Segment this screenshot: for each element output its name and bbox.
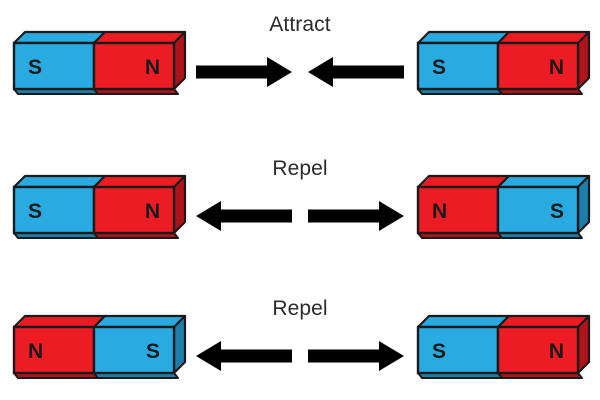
magnet-left-3-left-pole-label: N: [28, 340, 43, 363]
magnet-right-3-right-pole-label: N: [549, 340, 564, 363]
force-arrows-3-arrow-left: [196, 341, 292, 371]
interaction-label-2: Repel: [272, 157, 328, 180]
magnet-right-3-left-pole-label: S: [432, 340, 446, 363]
magnet-left-2-right-pole-label: N: [145, 200, 160, 223]
magnet-right-1-right-pole-label: N: [549, 56, 564, 79]
magnet-left-2-left-pole-label: S: [28, 200, 42, 223]
magnet-left-1-left-pole-label: S: [28, 56, 42, 79]
magnet-left-1-right-pole-label: N: [145, 56, 160, 79]
magnet-left-3-right-pole-label: S: [146, 340, 160, 363]
interaction-label-3: Repel: [272, 297, 328, 320]
force-arrows-2-arrow-left: [196, 201, 292, 231]
force-arrows-1-arrow-left: [308, 57, 404, 87]
magnet-right-2-left-pole-label: N: [432, 200, 447, 223]
magnet-right-2-right-pole-label: S: [550, 200, 564, 223]
magnet-right-1-left-pole-label: S: [432, 56, 446, 79]
interaction-label-1: Attract: [269, 13, 331, 36]
force-arrows-1-arrow-right: [196, 57, 292, 87]
force-arrows-3: [196, 334, 404, 378]
force-arrows-1: [196, 50, 404, 94]
force-arrows-2: [196, 194, 404, 238]
force-arrows-2-arrow-right: [308, 201, 404, 231]
force-arrows-3-arrow-right: [308, 341, 404, 371]
